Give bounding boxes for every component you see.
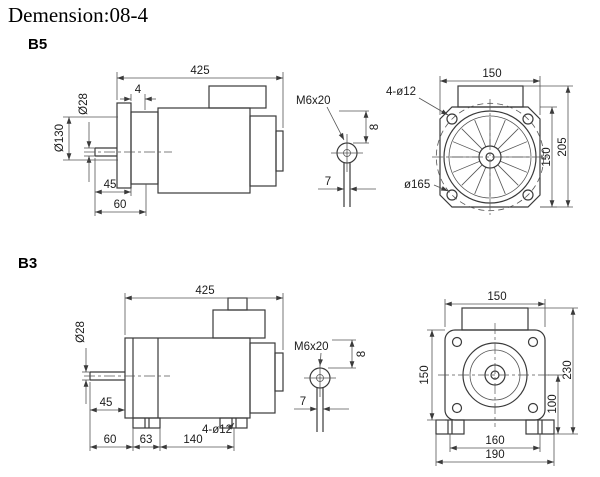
b3-dim-60-label: 60 [104,434,117,446]
b3-dim-425: 425 [124,285,284,350]
b3-side-view [84,297,284,429]
b3-dim-190-label: 190 [485,449,504,461]
b3-section: B3 [18,255,578,466]
b3-rear-stub [274,352,284,392]
b5-dim-pilot-dia-label: Ø130 [54,124,66,152]
b5-dim-4: 4 [120,84,156,110]
b3-dim-8: 8 [328,339,368,369]
b3-tie-rod-bolts [451,336,539,414]
b5-dim-60-label: 60 [114,199,127,211]
b5-dim-7: 7 [318,176,376,192]
b3-foot-holes-label: 4-ø12 [202,424,232,436]
b5-dim-total-height-205: 205 [523,85,573,208]
b5-section: B5 425 4 [28,36,573,216]
page-title: Demension:08-4 [8,3,148,27]
b3-dim-45: 45 [89,382,125,451]
b3-dim-shaft-len: 45 [100,397,113,409]
b3-dim-chain: 60 63 140 [90,428,235,451]
b3-front-width-label: 150 [487,291,506,303]
b3-dim-total-height-230: 230 [528,307,578,435]
b3-rear-endbell [249,342,276,414]
b3-dim-7: 7 [294,396,349,412]
b3-dim-140-label: 140 [183,434,202,446]
b5-side-view [84,85,284,194]
b5-rear-endbell [249,115,277,187]
b5-dim-60: 60 [95,184,147,216]
b5-front-width-label: 150 [482,68,501,80]
b5-flange-holes [446,113,534,201]
b5-dim-shaft-len: 45 [104,179,117,191]
b3-dim-shaft-dia: Ø28 [75,321,90,404]
b5-thread-callout: M6x20 [296,95,331,107]
b3-dim-7-label: 7 [300,396,306,408]
b5-dim-shaft-dia-label: Ø28 [78,93,90,115]
b5-rear-stub [275,130,284,172]
b3-shaft-detail: M6x20 7 8 [294,339,368,432]
b5-thread-leader [326,106,345,141]
b3-dim-190: 190 [435,434,555,466]
b5-front-housing [130,111,159,185]
b5-holes-label: 4-ø12 [386,86,416,98]
b5-front-view: 150 4-ø12 150 205 ø165 [386,68,573,215]
b5-dim-bolt-circle: ø165 [404,179,449,192]
b5-motor-body [157,107,251,194]
b3-terminal-box [212,309,266,339]
b3-label: B3 [18,255,37,272]
b3-dim-width-150: 150 [444,291,546,327]
b5-dim-shaft-dia: Ø28 [78,93,95,182]
b5-dim-overall-length: 425 [190,65,209,77]
b3-terminal-box-top [227,297,248,311]
b5-dim-holes: 4-ø12 [386,86,449,116]
b3-dim-100-label: 100 [547,394,559,413]
b5-front-height-label: 150 [541,147,553,166]
b3-dim-height-150: 150 [419,329,445,421]
b3-dim-100: 100 [547,374,563,434]
b3-dim-foot-holes: 4-ø12 [202,422,235,436]
b5-dim-7-label: 7 [325,176,331,188]
b3-thread-callout: M6x20 [294,341,329,353]
b5-shaft-detail: M6x20 7 8 [296,95,381,207]
b3-dim-8-label: 8 [356,351,368,357]
b3-dim-63-label: 63 [140,434,153,446]
b5-terminal-box [208,85,267,109]
b5-front-total-height-label: 205 [557,137,569,156]
b5-flange [116,102,132,189]
b3-motor-body [124,337,251,419]
b5-label: B5 [28,36,47,53]
b3-front-total-height-label: 230 [562,360,574,379]
b5-dim-8: 8 [339,110,381,144]
b5-front-terminal-box [457,85,524,108]
b5-dim-pilot-dia: Ø130 [54,116,118,161]
b3-front-height-label: 150 [419,365,431,384]
b5-dim-45: 45 [94,158,132,216]
b3-front-view: 150 150 230 100 [419,291,578,466]
b5-dim-width-150: 150 [439,68,541,115]
b3-dim-overall-length: 425 [195,285,214,297]
b3-dim-160-label: 160 [485,435,504,447]
b5-dim-flange-offset: 4 [135,84,142,96]
b5-flange-face [439,106,541,208]
b5-dim-height-150: 150 [540,106,557,208]
b3-dim-shaft-dia-label: Ø28 [75,321,87,343]
b3-dim-160: 160 [449,434,541,452]
b5-bolt-circle-label: ø165 [404,179,430,191]
b5-dim-8-label: 8 [369,124,381,130]
b5-dim-425: 425 [116,65,284,128]
